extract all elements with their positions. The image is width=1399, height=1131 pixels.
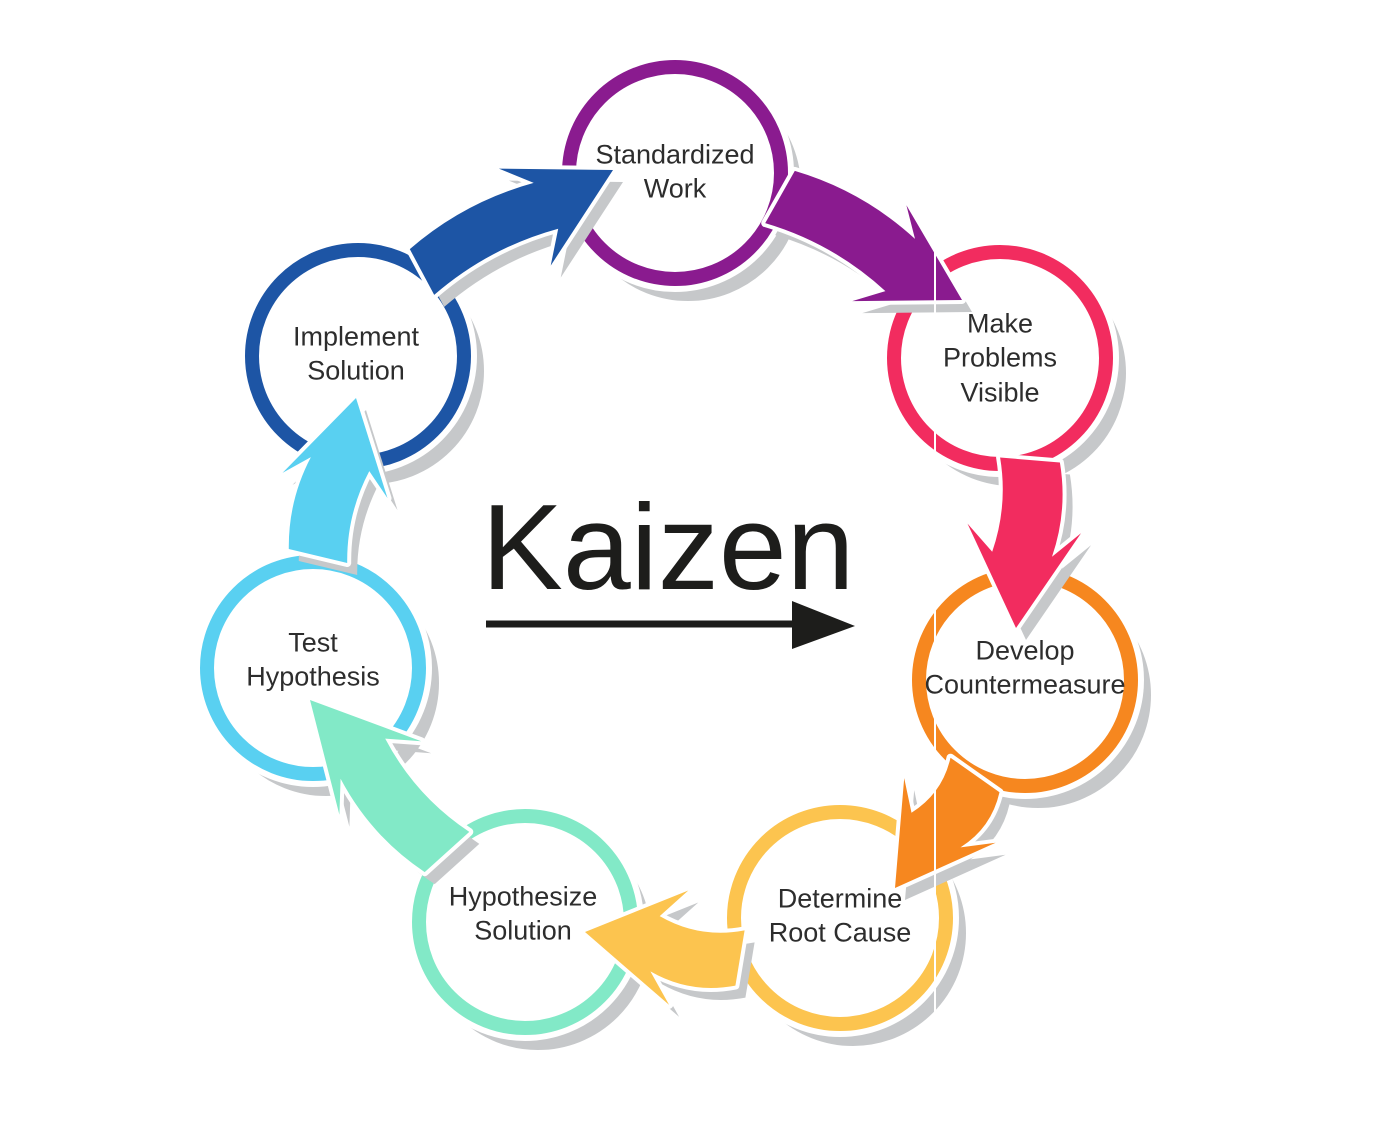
step-label-standardized-work: Standardized Work xyxy=(595,139,755,204)
kaizen-title: Kaizen xyxy=(481,479,855,615)
step-label-test-hypothesis: Test Hypothesis xyxy=(246,627,380,692)
arrow-implement-solution-to-standardized-work xyxy=(405,164,617,299)
arrow-determine-root-cause-to-hypothesize-solution xyxy=(581,886,749,1009)
step-label-hypothesize-solution: Hypothesize Solution xyxy=(448,881,598,946)
scan-artifact-line xyxy=(934,0,936,1131)
step-label-determine-root-cause: Determine Root Cause xyxy=(768,883,912,948)
kaizen-direction-arrow xyxy=(486,601,855,649)
step-circle-hypothesize-solution xyxy=(406,803,651,1050)
arrow-make-problems-visible-to-develop-countermeasure xyxy=(963,453,1086,632)
step-label-make-problems-visible: Make Problems Visible xyxy=(942,308,1058,408)
direction-arrow-head xyxy=(792,601,855,649)
arrow-develop-countermeasure-to-determine-root-cause xyxy=(891,753,1004,892)
arrow-test-hypothesis-to-implement-solution xyxy=(278,394,392,567)
step-circle-standardized-work xyxy=(556,54,801,301)
arrow-standardized-work-to-make-problems-visible xyxy=(761,166,966,306)
arrow-hypothesize-solution-to-test-hypothesis xyxy=(306,696,474,877)
step-label-develop-countermeasure: Develop Countermeasure xyxy=(924,635,1126,700)
step-label-implement-solution: Implement Solution xyxy=(292,321,420,386)
circle-ring xyxy=(727,805,953,1031)
